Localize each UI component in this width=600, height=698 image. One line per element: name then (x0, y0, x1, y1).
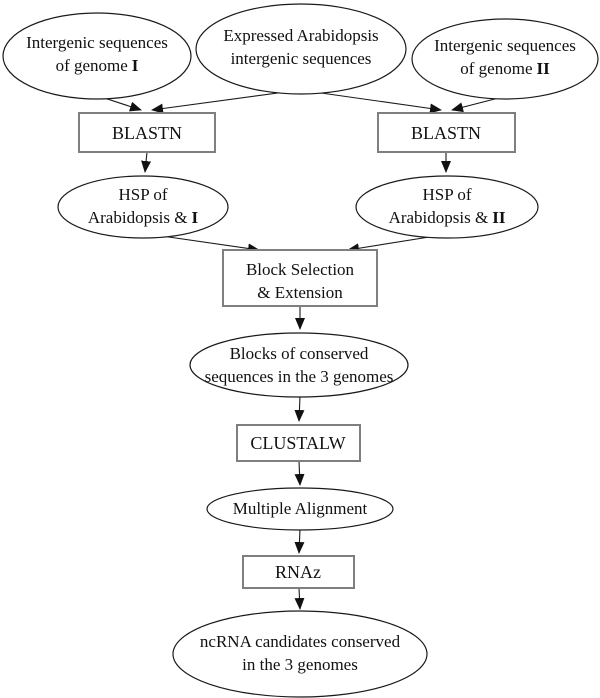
node-label-line1: Blocks of conserved (230, 344, 369, 363)
node-label-line1: Expressed Arabidopsis (223, 26, 378, 45)
ellipse-shape (2, 12, 192, 100)
node-multiple-alignment: Multiple Alignment (206, 487, 394, 531)
node-label-line2: Arabidopsis &I (88, 208, 199, 227)
node-blastn-left: BLASTN (78, 112, 216, 153)
node-label-text: of genome (460, 59, 532, 78)
node-label: BLASTN (411, 123, 481, 143)
arrow-clustalw-to-alignment (294, 460, 305, 486)
node-label-bold: II (537, 59, 551, 78)
ellipse-shape (195, 3, 407, 95)
node-label: BLASTN (112, 123, 182, 143)
node-label-line1: Intergenic sequences (26, 33, 168, 52)
node-label-line1: Block Selection (246, 260, 355, 279)
node-hsp-arabidopsis-2: HSP of Arabidopsis &II (355, 175, 539, 239)
node-label: CLUSTALW (250, 433, 345, 453)
node-label-line2: Arabidopsis &II (389, 208, 506, 227)
node-clustalw: CLUSTALW (236, 424, 361, 462)
node-label-text: of genome (56, 56, 128, 75)
node-label-line1: Intergenic sequences (434, 36, 576, 55)
node-label: RNAz (275, 562, 321, 582)
node-label-line2: intergenic sequences (231, 49, 372, 68)
rect-shape (222, 249, 378, 307)
node-rnaz: RNAz (242, 555, 355, 589)
node-ncrna-candidates: ncRNA candidates conserved in the 3 geno… (172, 610, 428, 698)
ellipse-shape (172, 610, 428, 698)
ellipse-shape (206, 487, 394, 531)
arrow-rnaz-to-ncrna (294, 587, 305, 610)
ellipse-shape (355, 175, 539, 239)
rect-shape (78, 112, 216, 153)
node-label-line2: sequences in the 3 genomes (205, 367, 394, 386)
node-expressed-arabidopsis: Expressed Arabidopsis intergenic sequenc… (195, 3, 407, 95)
node-blocks-conserved: Blocks of conserved sequences in the 3 g… (189, 332, 409, 398)
node-label-line2: in the 3 genomes (242, 655, 358, 674)
rect-shape (377, 112, 516, 153)
node-block-selection: Block Selection & Extension (222, 249, 378, 307)
node-intergenic-genome-2: Intergenic sequences of genome II (411, 18, 599, 100)
node-label-line1: HSP of (119, 185, 168, 204)
node-label-bold: II (492, 208, 506, 227)
node-hsp-arabidopsis-1: HSP of Arabidopsis &I (57, 175, 229, 239)
node-label-line1: ncRNA candidates conserved (200, 632, 401, 651)
node-blastn-right: BLASTN (377, 112, 516, 153)
rect-shape (236, 424, 361, 462)
node-label-line1: HSP of (423, 185, 472, 204)
arrow-alignment-to-rnaz (294, 528, 305, 554)
arrow-blocks-to-clustalw (294, 395, 305, 422)
arrow-blastn-left-to-hsp1 (141, 151, 152, 173)
node-label-bold: I (192, 208, 199, 227)
node-label-text: Arabidopsis & (389, 208, 489, 227)
node-label-line2: & Extension (257, 283, 343, 302)
ellipse-shape (189, 332, 409, 398)
ellipse-shape (411, 18, 599, 100)
node-label-line2: of genome II (460, 59, 550, 78)
ellipse-shape (57, 175, 229, 239)
node-label-bold: I (132, 56, 139, 75)
node-label: Multiple Alignment (233, 499, 368, 518)
rect-shape (242, 555, 355, 589)
node-label-text: Arabidopsis & (88, 208, 188, 227)
